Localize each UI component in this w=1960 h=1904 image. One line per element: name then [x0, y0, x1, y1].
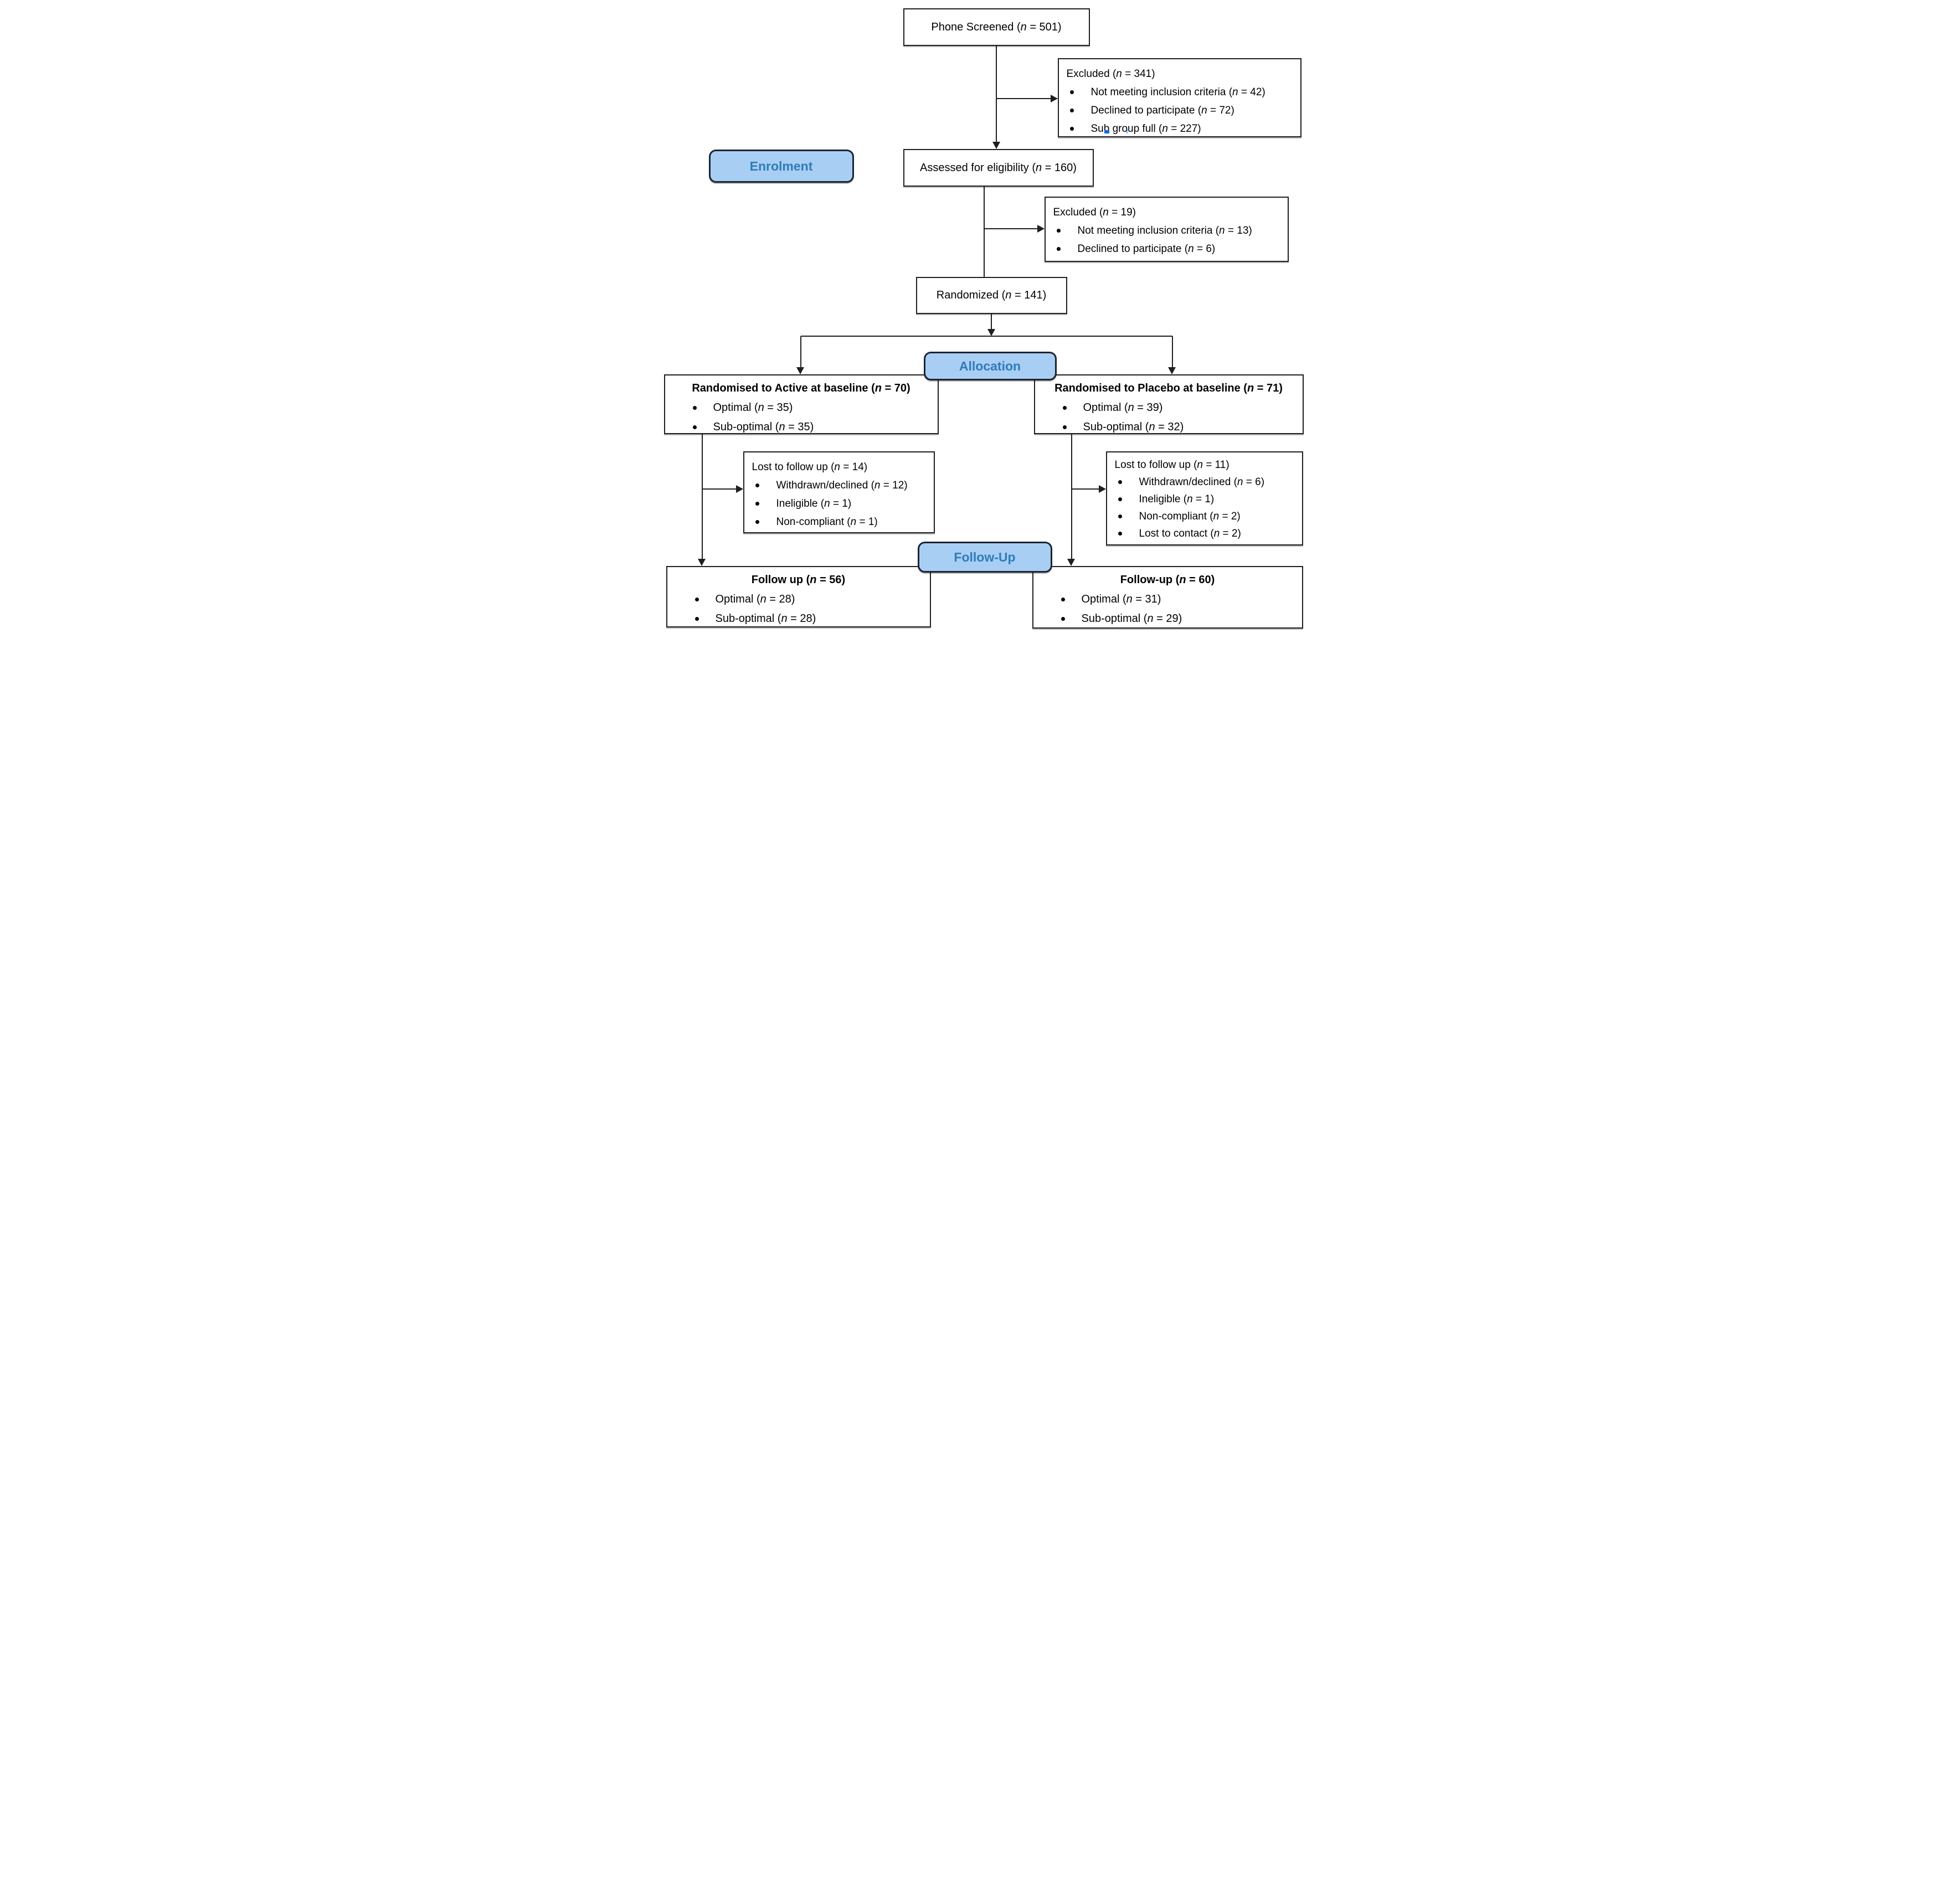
- list-item: Non-compliant (n = 1): [744, 513, 934, 531]
- list-item: Sub-optimal (n = 28): [667, 609, 930, 629]
- assessed-text: Assessed for eligibility (n = 160): [920, 161, 1077, 174]
- connector-branch-lost-active: [702, 488, 736, 490]
- arrowhead-into-excluded-eligibility: [1037, 225, 1045, 233]
- active-baseline-box: Randomised to Active at baseline (n = 70…: [663, 374, 939, 437]
- list-item: Optimal (n = 28): [667, 590, 930, 609]
- bullet-icon: [1056, 229, 1061, 233]
- enrolment-stage-text: Enrolment: [749, 158, 813, 173]
- arrowhead-into-followup-active: [697, 559, 706, 566]
- list-item: Sub-optimal (n = 35): [665, 418, 938, 437]
- list-item: Declined to participate (n = 6): [1046, 240, 1288, 258]
- bullet-icon: [1118, 480, 1122, 484]
- excluded-screening-box: Excluded (n = 341) Not meeting inclusion…: [1057, 58, 1301, 138]
- list-item: Sub group full (n = 227): [1059, 120, 1300, 138]
- connector-phone-to-assessed: [995, 46, 997, 142]
- connector-branch-excluded-eligibility: [984, 228, 1037, 229]
- connector-split-left: [800, 336, 801, 367]
- connector-branch-lost-placebo: [1071, 488, 1099, 490]
- bullet-icon: [1061, 617, 1065, 621]
- arrowhead-into-followup-placebo: [1067, 559, 1075, 566]
- list-item: Ineligible (n = 1): [744, 495, 934, 513]
- allocation-stage-text: Allocation: [959, 358, 1021, 373]
- randomized-text: Randomized (n = 141): [936, 289, 1047, 301]
- bullet-icon: [1069, 90, 1074, 94]
- allocation-stage-label: Allocation: [923, 352, 1057, 380]
- active-baseline-title: Randomised to Active at baseline (n = 70…: [692, 382, 910, 394]
- arrowhead-into-excluded-screening: [1050, 95, 1058, 102]
- list-item: Lost to contact (n = 2): [1107, 525, 1302, 542]
- bullet-icon: [755, 483, 759, 487]
- bullet-icon: [1069, 127, 1074, 131]
- bullet-icon: [755, 502, 759, 506]
- bullet-icon: [1062, 406, 1067, 410]
- list-item: Optimal (n = 31): [1033, 590, 1302, 609]
- connector-allocation-split: [800, 336, 1172, 337]
- list-item: Declined to participate (n = 72): [1059, 101, 1300, 120]
- arrowhead-into-active-box: [796, 367, 804, 374]
- placebo-baseline-box: Randomised to Placebo at baseline (n = 7…: [1033, 374, 1304, 437]
- bullet-icon: [1061, 598, 1065, 601]
- list-item: Withdrawn/declined (n = 6): [1107, 474, 1302, 491]
- list-item: Not meeting inclusion criteria (n = 13): [1046, 222, 1288, 240]
- followup-active-title: Follow up (n = 56): [751, 573, 846, 586]
- excluded-screening-title: Excluded (n = 341): [1066, 68, 1155, 80]
- bullet-icon: [1069, 109, 1074, 112]
- arrowhead-into-lost-placebo: [1098, 485, 1106, 493]
- connector-split-right: [1171, 336, 1173, 367]
- connector-active-to-followup: [701, 434, 703, 559]
- bullet-icon: [695, 598, 699, 601]
- connector-branch-excluded-screening: [996, 98, 1051, 99]
- followup-stage-label: Follow-Up: [917, 542, 1052, 573]
- excluded-eligibility-title: Excluded (n = 19): [1053, 206, 1136, 218]
- spellcheck-artifact: [1126, 129, 1128, 133]
- randomized-box: Randomized (n = 141): [915, 277, 1067, 314]
- list-item: Not meeting inclusion criteria (n = 42): [1059, 83, 1300, 101]
- lost-active-box: Lost to follow up (n = 14) Withdrawn/dec…: [743, 451, 935, 533]
- list-item: Optimal (n = 35): [665, 398, 938, 418]
- list-item: Non-compliant (n = 2): [1107, 508, 1302, 525]
- consort-flow-diagram: Phone Screened (n = 501) Excluded (n = 3…: [653, 0, 1307, 635]
- connector-placebo-to-followup: [1071, 434, 1072, 559]
- list-item: Withdrawn/declined (n = 12): [744, 476, 934, 495]
- arrowhead-into-assessed: [992, 142, 1000, 149]
- list-item: Optimal (n = 39): [1035, 398, 1303, 418]
- followup-placebo-title: Follow-up (n = 60): [1120, 573, 1215, 586]
- bullet-icon: [692, 406, 697, 410]
- bullet-icon: [695, 617, 699, 621]
- phone-screened-text: Phone Screened (n = 501): [931, 20, 1062, 33]
- connector-randomized-down: [990, 314, 992, 329]
- bullet-icon: [1056, 247, 1061, 251]
- list-item: Ineligible (n = 1): [1107, 491, 1302, 508]
- followup-placebo-box: Follow-up (n = 60) Optimal (n = 31) Sub-…: [1032, 566, 1303, 629]
- lost-active-title: Lost to follow up (n = 14): [752, 461, 868, 473]
- bullet-icon: [1062, 425, 1067, 429]
- excluded-eligibility-box: Excluded (n = 19) Not meeting inclusion …: [1044, 197, 1289, 262]
- phone-screened-box: Phone Screened (n = 501): [903, 8, 1090, 46]
- connector-assessed-to-randomized: [983, 187, 985, 277]
- arrowhead-into-lost-active: [735, 485, 743, 493]
- bullet-icon: [1118, 514, 1122, 518]
- bullet-icon: [1118, 532, 1122, 536]
- followup-stage-text: Follow-Up: [954, 549, 1016, 564]
- arrowhead-onto-split: [987, 329, 995, 336]
- assessed-box: Assessed for eligibility (n = 160): [903, 149, 1094, 187]
- placebo-baseline-title: Randomised to Placebo at baseline (n = 7…: [1054, 382, 1283, 394]
- bullet-icon: [755, 520, 759, 524]
- spellcheck-artifact: [1104, 130, 1109, 133]
- lost-placebo-title: Lost to follow up (n = 11): [1114, 459, 1229, 471]
- lost-placebo-box: Lost to follow up (n = 11) Withdrawn/dec…: [1105, 451, 1303, 546]
- list-item: Sub-optimal (n = 29): [1033, 609, 1302, 629]
- followup-active-box: Follow up (n = 56) Optimal (n = 28) Sub-…: [666, 566, 931, 627]
- bullet-icon: [1118, 497, 1122, 501]
- list-item: Sub-optimal (n = 32): [1035, 418, 1303, 437]
- arrowhead-into-placebo-box: [1167, 367, 1176, 374]
- enrolment-stage-label: Enrolment: [708, 150, 854, 183]
- bullet-icon: [692, 425, 697, 429]
